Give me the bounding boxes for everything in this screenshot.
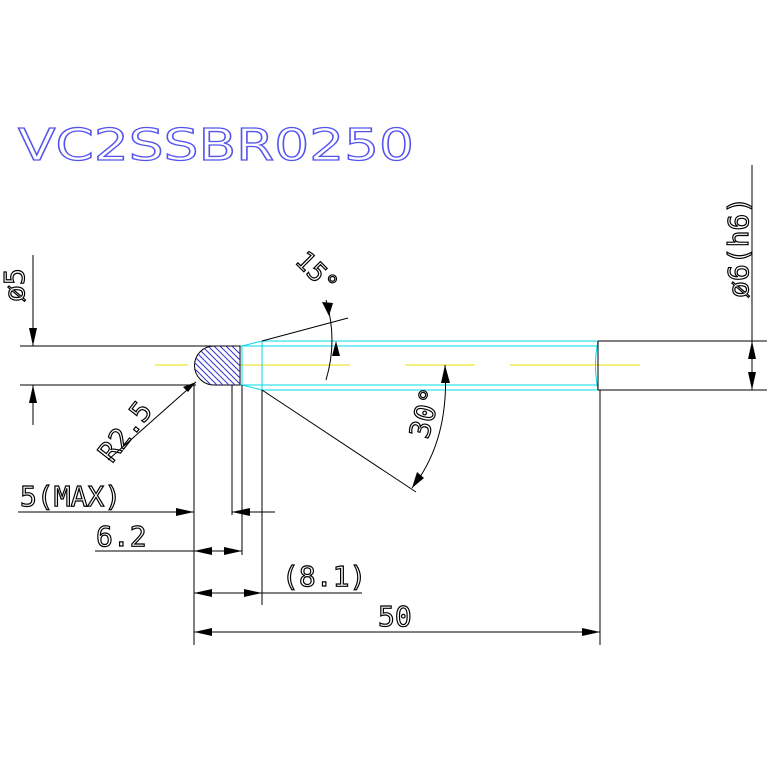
extension-lines: [193, 385, 601, 645]
radius-label: R2.5: [92, 395, 160, 468]
part-number-title: VC2SSBR0250: [18, 120, 414, 171]
tool-body: [240, 340, 599, 391]
overall-length-dimension: 50: [194, 599, 600, 636]
ball-end: [194, 345, 241, 386]
shank-diameter-label: ø6(h6): [722, 197, 755, 298]
taper-angle-label: 15°: [289, 246, 343, 300]
ball-length-label: 6.2: [96, 520, 147, 553]
neck-length-label: (8.1): [282, 560, 366, 593]
neck-angle-dimension: 30°: [261, 364, 450, 493]
ball-length-dimension: 6.2: [95, 519, 242, 555]
max-length-dimension: 5(MAX): [18, 479, 275, 516]
shank-diameter-dimension: ø6(h6): [721, 165, 756, 390]
neck-length-dimension: (8.1): [194, 559, 367, 597]
shank: [597, 340, 767, 391]
tip-diameter-label: ø5: [0, 268, 31, 302]
radius-dimension: R2.5: [91, 381, 197, 469]
max-length-label: 5(MAX): [20, 480, 121, 513]
neck-angle-label: 30°: [403, 384, 448, 441]
ball-hatch: [194, 346, 240, 385]
taper-angle-dimension: 15°: [261, 245, 349, 381]
overall-length-label: 50: [378, 600, 412, 633]
tip-diameter-dimension: ø5: [0, 255, 240, 425]
